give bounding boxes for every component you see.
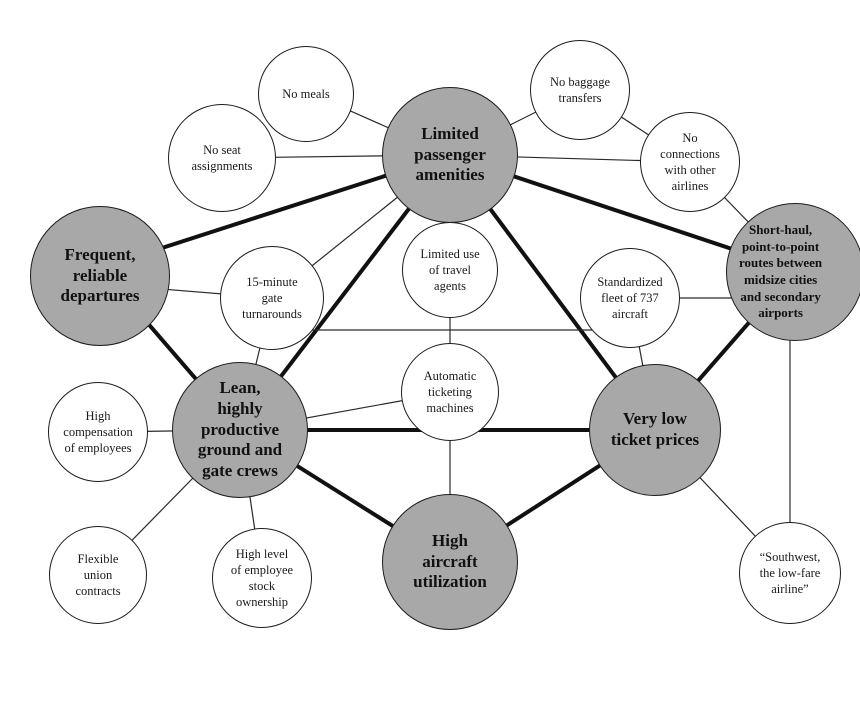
node-flexible-union-contracts: Flexible union contracts — [49, 526, 147, 624]
node-standardized-fleet: Standardized fleet of 737 aircraft — [580, 248, 680, 348]
node-label: No meals — [282, 87, 330, 101]
node-label: Limited passenger amenities — [414, 123, 486, 185]
node-label: Limited use of travel agents — [420, 247, 480, 293]
node-label: High aircraft utilization — [413, 530, 487, 592]
node-southwest-slogan: “Southwest, the low-fare airline” — [739, 522, 841, 624]
node-automatic-ticketing: Automatic ticketing machines — [401, 343, 499, 441]
node-label: Frequent, reliable departures — [60, 244, 140, 306]
node-label: High compensation of employees — [63, 409, 133, 455]
node-label: Lean, highly productive ground and gate … — [197, 378, 283, 481]
node-label: Automatic ticketing machines — [423, 369, 477, 415]
node-very-low-ticket-prices: Very low ticket prices — [589, 364, 721, 496]
node-label: Standardized fleet of 737 aircraft — [597, 275, 663, 321]
node-label: No connections with other airlines — [660, 131, 720, 193]
node-no-seat-assignments: No seat assignments — [168, 104, 276, 212]
node-short-haul-routes: Short-haul, point-to-point routes betwee… — [726, 203, 860, 341]
node-no-connections: No connections with other airlines — [640, 112, 740, 212]
node-frequent-reliable-departures: Frequent, reliable departures — [30, 206, 170, 346]
node-label: Flexible union contracts — [75, 552, 121, 598]
node-label: Short-haul, point-to-point routes betwee… — [739, 222, 823, 321]
node-limited-passenger-amenities: Limited passenger amenities — [382, 87, 518, 223]
node-no-meals: No meals — [258, 46, 354, 142]
node-lean-productive-crews: Lean, highly productive ground and gate … — [172, 362, 308, 498]
node-high-aircraft-utilization: High aircraft utilization — [382, 494, 518, 630]
node-label: No seat assignments — [191, 143, 253, 173]
node-limited-travel-agents: Limited use of travel agents — [402, 222, 498, 318]
node-high-compensation: High compensation of employees — [48, 382, 148, 482]
node-gate-turnarounds: 15-minute gate turnarounds — [220, 246, 324, 350]
node-label: “Southwest, the low-fare airline” — [759, 550, 821, 596]
node-label: High level of employee stock ownership — [230, 547, 294, 609]
node-no-baggage-transfers: No baggage transfers — [530, 40, 630, 140]
node-employee-stock-ownership: High level of employee stock ownership — [212, 528, 312, 628]
node-label: No baggage transfers — [549, 75, 611, 105]
node-label: 15-minute gate turnarounds — [242, 275, 302, 321]
node-label: Very low ticket prices — [610, 409, 700, 449]
